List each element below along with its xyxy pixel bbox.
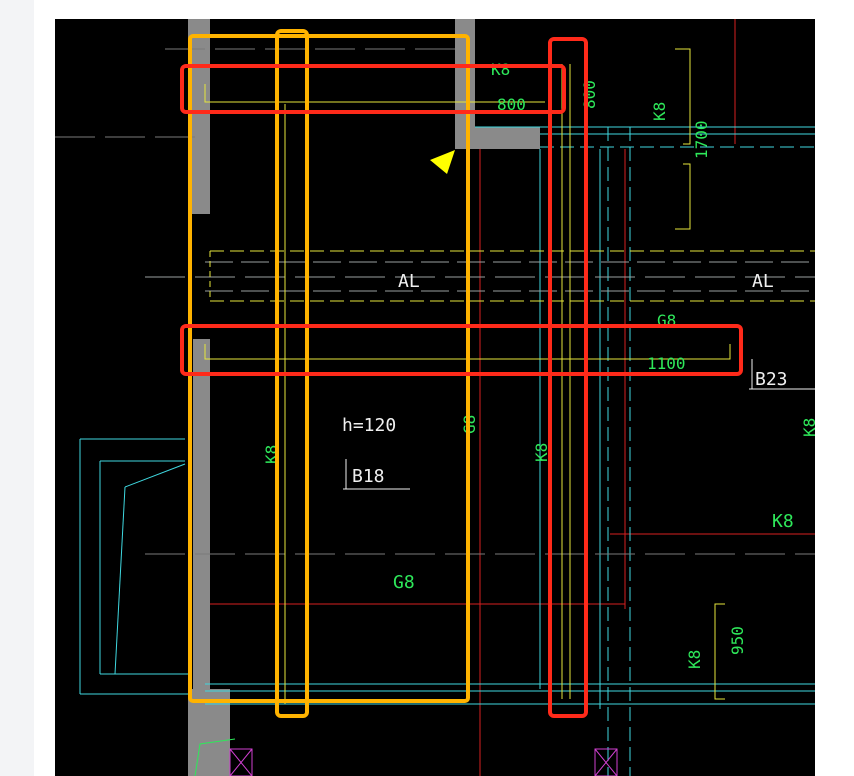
label-k8-bottom: K8 [685, 650, 704, 669]
label-al-left: AL [398, 271, 420, 292]
red-highlights [180, 37, 743, 718]
label-950: 950 [728, 626, 747, 655]
cad-drawing-viewport[interactable]: K8 800 800 K8 1700 AL AL G8 1100 B23 K8 … [55, 19, 815, 776]
label-b18: B18 [352, 466, 385, 487]
label-k8-right-mid: K8 [772, 511, 794, 532]
green-detail [194, 738, 236, 776]
label-g8-bottom: G8 [393, 572, 415, 593]
label-800-vertical: 800 [580, 80, 599, 109]
drawing-labels: K8 800 800 K8 1700 AL AL G8 1100 B23 K8 … [262, 60, 815, 669]
cad-drawing: K8 800 800 K8 1700 AL AL G8 1100 B23 K8 … [55, 19, 815, 776]
al-beam [145, 250, 815, 302]
label-1700: 1700 [692, 120, 711, 159]
label-b23: B23 [755, 369, 788, 390]
label-k8-right-edge: K8 [800, 418, 815, 437]
label-h120: h=120 [342, 415, 396, 436]
label-k8-center: K8 [532, 443, 551, 462]
left-side-panel [0, 0, 34, 776]
label-800-top: 800 [497, 95, 526, 114]
label-k8-top: K8 [491, 60, 510, 79]
cursor-pointer-icon [430, 150, 455, 174]
concrete-walls [188, 19, 540, 776]
slab-markers [343, 359, 815, 490]
magenta-marks [229, 748, 618, 776]
label-k8-right-top: K8 [650, 102, 669, 121]
red-grid-lines [195, 19, 815, 776]
label-1100: 1100 [647, 354, 686, 373]
axis-lines [55, 48, 815, 555]
label-al-right: AL [752, 271, 774, 292]
